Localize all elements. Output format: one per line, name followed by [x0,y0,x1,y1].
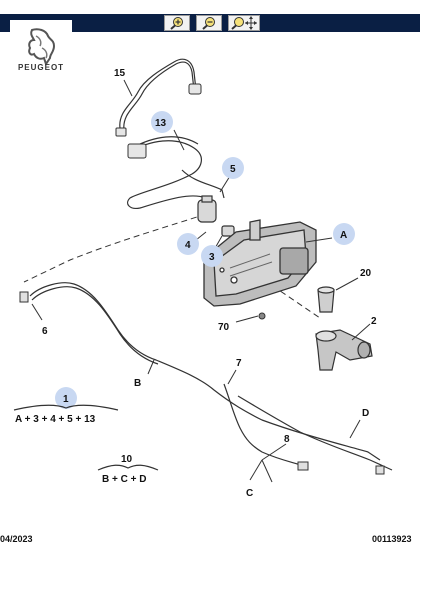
pipe-13 [127,140,211,209]
zoom-in-icon [170,17,183,30]
footer-ref: 00113923 [372,534,412,544]
brace-10 [97,464,159,471]
zoom-out-button[interactable] [196,15,222,31]
zoom-in-button[interactable] [164,15,190,31]
footer-date: 04/2023 [0,534,33,544]
formula-10: B + C + D [102,474,146,485]
callout-2: 2 [371,316,377,327]
zoom-out-icon [202,17,215,30]
lion-logo-icon [28,28,56,67]
washer-pump [197,195,235,237]
brand-logo: PEUGEOT [10,20,72,80]
callout-D: D [362,408,369,419]
callout-13-highlight [151,111,173,133]
connector-8 [297,461,309,471]
line-C [223,383,305,467]
connector-15 [188,83,202,95]
callout-13: 13 [155,118,167,129]
toolbar [0,14,420,32]
zoom-move-icon [231,16,257,30]
screw-70 [258,312,266,320]
clip-13 [127,143,147,159]
callout-10: 10 [121,454,133,465]
hose-5 [181,169,225,199]
callout-5-highlight [222,157,244,179]
callout-7: 7 [236,358,242,369]
callout-8: 8 [284,434,290,445]
callout-70: 70 [218,322,230,333]
brand-name: PEUGEOT [17,63,65,72]
formula-1: A + 3 + 4 + 5 + 13 [15,414,96,425]
callout-1-highlight [55,387,77,409]
washer-reservoir [203,219,317,307]
callout-C: C [246,488,253,499]
line-B [29,282,381,461]
callout-3-highlight [201,245,223,267]
brace-1 [13,404,119,411]
callout-15: 15 [114,68,126,79]
callout-B: B [134,378,141,389]
callout-1: 1 [63,394,69,405]
callout-5: 5 [230,164,236,175]
callout-4: 4 [185,240,191,251]
callout-A-highlight [333,223,355,245]
callout-20: 20 [360,268,372,279]
callout-A: A [340,230,347,241]
line-D [237,395,393,471]
pipe-15 [119,58,197,129]
end-clip-6 [19,291,29,303]
callout-4-highlight [177,233,199,255]
connector-D [375,465,385,475]
callout-3: 3 [209,252,215,263]
filler-neck-2 [315,329,373,371]
zoom-move-button[interactable] [228,15,260,31]
callout-6: 6 [42,326,48,337]
reservoir-cap-20 [317,286,335,313]
